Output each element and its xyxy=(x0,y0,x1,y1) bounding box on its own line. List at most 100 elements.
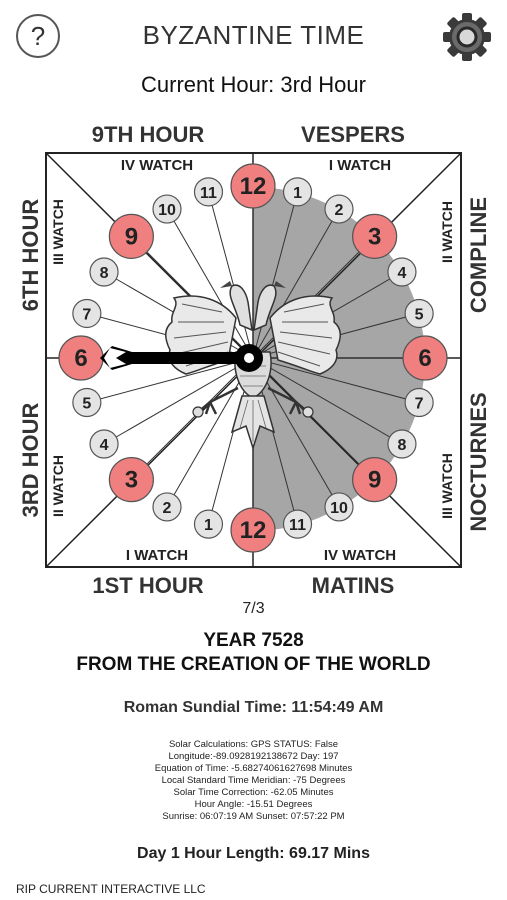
hour-spoke xyxy=(252,191,298,359)
night-numeral-5: 5 xyxy=(404,298,434,329)
night-numeral-8: 8 xyxy=(387,429,417,459)
day-hour-length: Day 1 Hour Length: 69.17 Mins xyxy=(137,845,370,862)
settings-button[interactable] xyxy=(442,12,492,62)
watch-label: II WATCH xyxy=(50,455,66,517)
numeral-text: 6 xyxy=(418,345,431,372)
watch-label: I WATCH xyxy=(329,157,391,174)
hour-spoke xyxy=(252,357,420,403)
numeral-circle xyxy=(72,298,102,329)
hour-spoke xyxy=(131,357,254,480)
numeral-text: 10 xyxy=(330,500,348,517)
hour-spoke xyxy=(252,208,340,359)
numeral-text: 7 xyxy=(415,396,424,413)
numeral-circle xyxy=(404,387,434,418)
solar-line: Longitude:-89.0928192138672 Day: 197 xyxy=(168,751,339,762)
night-numeral-3: 3 xyxy=(352,213,398,259)
numeral-text: 7 xyxy=(82,306,91,323)
company-name: RIP CURRENT INTERACTIVE LLC xyxy=(16,882,206,896)
day-numeral-5: 5 xyxy=(72,387,102,418)
numeral-circle xyxy=(152,194,182,224)
night-numeral-7: 7 xyxy=(404,387,434,418)
numeral-text: 5 xyxy=(415,306,424,323)
night-numeral-10: 10 xyxy=(324,492,354,522)
day-numeral-1: 1 xyxy=(193,509,224,539)
label-1st-hour: 1ST HOUR xyxy=(92,573,204,598)
watch-label: IV WATCH xyxy=(324,547,396,564)
day-numeral-11: 11 xyxy=(193,177,224,207)
watch-label: II WATCH xyxy=(439,201,455,263)
numeral-circle xyxy=(230,163,276,209)
numeral-text: 1 xyxy=(204,517,213,534)
numeral-circle xyxy=(89,257,119,287)
help-button[interactable]: ? xyxy=(16,14,60,58)
hour-spoke xyxy=(208,191,254,359)
label-vespers: VESPERS xyxy=(301,122,405,147)
numeral-circle xyxy=(72,387,102,418)
day-numeral-10: 10 xyxy=(152,194,182,224)
numeral-circle xyxy=(352,213,398,259)
year-text: YEAR 7528 xyxy=(203,630,304,651)
night-numeral-4: 4 xyxy=(387,257,417,287)
numeral-text: 2 xyxy=(163,500,172,517)
solar-line: Sunrise: 06:07:19 AM Sunset: 07:57:22 PM xyxy=(162,811,345,822)
numeral-circle xyxy=(193,177,224,207)
numeral-circle xyxy=(324,194,354,224)
night-numeral-6: 6 xyxy=(402,335,448,381)
numeral-text: 5 xyxy=(82,396,91,413)
numeral-text: 1 xyxy=(293,185,302,202)
watch-label: III WATCH xyxy=(50,199,66,265)
numeral-text: 12 xyxy=(240,173,267,200)
label-matins: MATINS xyxy=(311,573,395,598)
numeral-circle xyxy=(89,429,119,459)
question-mark-icon: ? xyxy=(30,20,46,51)
hour-spoke xyxy=(252,357,403,445)
hour-spoke xyxy=(103,357,254,445)
watch-label: IV WATCH xyxy=(121,157,193,174)
numeral-circle xyxy=(230,507,276,553)
solar-line: Equation of Time: -5.68274061627698 Minu… xyxy=(154,763,353,774)
day-numeral-8: 8 xyxy=(89,257,119,287)
numeral-text: 10 xyxy=(158,202,176,219)
numeral-text: 4 xyxy=(100,437,109,454)
clock-hand xyxy=(100,344,263,372)
numeral-circle xyxy=(282,509,313,539)
night-numeral-12: 12 xyxy=(230,507,276,553)
numeral-text: 12 xyxy=(240,517,267,544)
night-numeral-1: 1 xyxy=(282,177,313,207)
night-numeral-2: 2 xyxy=(324,194,354,224)
numeral-circle xyxy=(387,429,417,459)
day-numeral-12: 12 xyxy=(230,163,276,209)
numeral-text: 6 xyxy=(74,345,87,372)
solar-line: Solar Time Correction: -62.05 Minutes xyxy=(173,787,334,798)
day-numeral-3: 3 xyxy=(108,457,154,503)
night-numeral-9: 9 xyxy=(352,457,398,503)
numeral-text: 3 xyxy=(368,223,381,250)
label-9th-hour: 9TH HOUR xyxy=(91,122,205,147)
numeral-text: 9 xyxy=(368,467,381,494)
numeral-circle xyxy=(282,177,313,207)
numeral-text: 8 xyxy=(100,265,109,282)
numeral-text: 9 xyxy=(125,223,138,250)
watch-label: III WATCH xyxy=(439,453,455,519)
night-half-shading xyxy=(253,187,425,531)
numeral-text: 3 xyxy=(125,467,138,494)
numeral-text: 11 xyxy=(289,517,306,534)
numeral-circle xyxy=(324,492,354,522)
numeral-circle xyxy=(404,298,434,329)
watch-label: I WATCH xyxy=(126,547,188,564)
numeral-circle xyxy=(108,457,154,503)
numeral-circle xyxy=(387,257,417,287)
day-numeral-9: 9 xyxy=(108,213,154,259)
hour-spoke xyxy=(86,357,254,403)
day-numeral-4: 4 xyxy=(89,429,119,459)
solar-line: Solar Calculations: GPS STATUS: False xyxy=(168,739,339,750)
roman-sundial-time: Roman Sundial Time: 11:54:49 AM xyxy=(123,699,384,716)
day-numeral-7: 7 xyxy=(72,298,102,329)
numeral-circle xyxy=(108,213,154,259)
numeral-circle xyxy=(352,457,398,503)
date-text: 7/3 xyxy=(242,600,265,617)
numeral-circle xyxy=(193,509,224,539)
numeral-text: 2 xyxy=(335,202,344,219)
